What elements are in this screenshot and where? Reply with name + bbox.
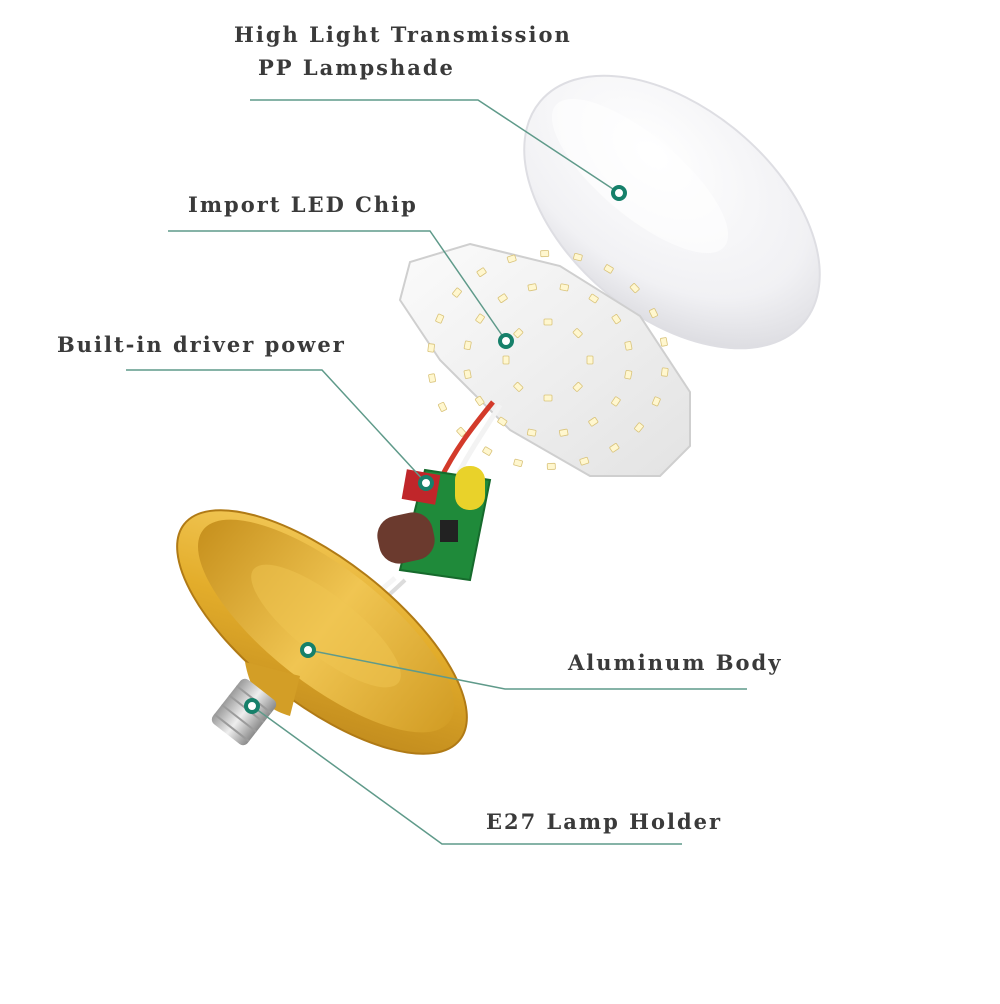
led-chip <box>540 250 550 258</box>
led-chip <box>497 416 508 427</box>
led-chip <box>513 328 524 339</box>
led-chip <box>611 396 621 407</box>
led-chip <box>660 337 668 347</box>
led-chip <box>527 283 538 292</box>
led-chip <box>661 367 669 377</box>
led-chip <box>476 267 487 277</box>
led-chip <box>579 456 590 466</box>
led-chip <box>513 381 524 392</box>
led-chip <box>482 446 493 456</box>
led-chip <box>648 308 659 319</box>
led-chip <box>558 428 569 437</box>
label-holder: E27 Lamp Holder <box>486 809 723 834</box>
lampshade <box>523 74 821 350</box>
led-chip <box>456 426 467 437</box>
led-chip <box>463 340 472 351</box>
led-chip <box>546 462 556 470</box>
led-chip <box>559 283 570 292</box>
led-chip <box>526 428 537 437</box>
label-body: Aluminum Body <box>568 650 783 675</box>
led-chip <box>428 373 436 383</box>
led-chip <box>609 443 620 453</box>
label-lampshade: High Light Transmission PP Lampshade <box>234 18 572 84</box>
led-chip <box>588 293 599 304</box>
led-chip <box>452 287 462 298</box>
label-lampshade-line1: High Light Transmission <box>234 22 572 47</box>
led-chip <box>543 394 553 402</box>
leader-lines <box>126 99 747 845</box>
led-chip <box>475 313 485 324</box>
label-lampshade-line2: PP Lampshade <box>258 55 455 80</box>
marker-holder <box>244 698 260 714</box>
led-chip <box>586 355 594 365</box>
led-chip <box>502 355 510 365</box>
label-driver: Built-in driver power <box>57 332 346 357</box>
led-chip <box>463 369 472 379</box>
led-chip-board <box>398 242 691 477</box>
led-chip <box>572 328 583 339</box>
led-chip <box>427 343 435 353</box>
led-chip <box>603 264 614 274</box>
led-chip <box>506 254 517 264</box>
label-led-chip: Import LED Chip <box>188 192 418 217</box>
marker-body <box>300 642 316 658</box>
led-chip <box>629 283 640 294</box>
marker-driver <box>418 475 434 491</box>
led-chip <box>588 417 599 427</box>
led-chip <box>497 293 508 303</box>
marker-led-chip <box>498 333 514 349</box>
led-chip <box>572 381 583 392</box>
led-chip <box>651 396 661 407</box>
led-chip <box>634 422 644 433</box>
led-chip <box>543 318 553 326</box>
led-chip <box>624 341 633 351</box>
led-chips <box>427 250 669 470</box>
markers <box>244 185 627 714</box>
led-chip <box>437 401 448 412</box>
led-chip <box>513 458 523 468</box>
led-chip <box>435 313 445 324</box>
led-chip <box>611 314 622 325</box>
aluminum-body <box>176 509 468 755</box>
led-chip <box>474 395 485 406</box>
marker-lampshade <box>611 185 627 201</box>
led-chip <box>624 369 633 380</box>
led-chip <box>573 252 583 262</box>
